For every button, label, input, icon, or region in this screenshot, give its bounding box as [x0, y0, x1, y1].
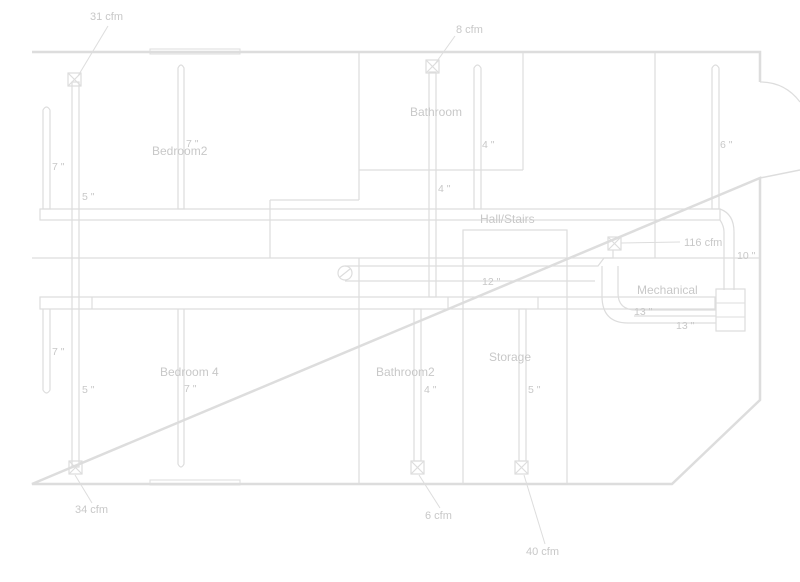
duct-size-label: 7 " [186, 138, 199, 150]
duct-size-label: 13 " [676, 320, 695, 332]
cfm-label-bedroom4: 34 cfm [75, 504, 108, 516]
window-top [149, 48, 241, 55]
furnace [715, 288, 746, 332]
return-grille [337, 265, 353, 281]
cfm-label-bathroom2: 6 cfm [425, 510, 452, 522]
room-label-hall-stairs: Hall/Stairs [480, 212, 535, 226]
interior-walls [32, 52, 760, 485]
duct-size-label: 7 " [184, 383, 197, 395]
cfm-label-bathroom: 8 cfm [456, 24, 483, 36]
window-bottom [149, 479, 241, 486]
cfm-label-storage: 40 cfm [526, 546, 559, 558]
duct-size-label: 12 " [482, 276, 501, 288]
room-label-mechanical: Mechanical [637, 283, 698, 297]
leader-lines [74, 25, 681, 545]
duct-size-label: 6 " [720, 139, 733, 151]
duct-size-label: 7 " [52, 346, 65, 358]
door-swing [759, 81, 800, 103]
return-duct [345, 208, 735, 324]
duct-size-label: 4 " [424, 384, 437, 396]
door-jamb [759, 169, 800, 179]
duct-size-label: 7 " [52, 161, 65, 173]
room-label-bedroom4: Bedroom 4 [160, 365, 219, 379]
duct-size-label: 10 " [737, 250, 756, 262]
cfm-label-bedroom2: 31 cfm [90, 11, 123, 23]
registers [67, 59, 622, 475]
exterior-wall [31, 50, 762, 486]
room-label-bathroom: Bathroom [410, 105, 462, 119]
duct-size-label: 13 " [634, 306, 653, 318]
duct-size-label: 4 " [438, 183, 451, 195]
supply-trunk [39, 208, 721, 310]
duct-size-label: 5 " [82, 191, 95, 203]
supply-branches [42, 64, 720, 468]
room-label-bathroom2: Bathroom2 [376, 365, 435, 379]
cfm-label-return: 116 cfm [684, 237, 722, 249]
duct-size-label: 5 " [528, 384, 541, 396]
duct-size-label: 4 " [482, 139, 495, 151]
room-label-storage: Storage [489, 350, 531, 364]
duct-size-label: 5 " [82, 384, 95, 396]
room-label-bedroom2: Bedroom2 [152, 144, 208, 158]
